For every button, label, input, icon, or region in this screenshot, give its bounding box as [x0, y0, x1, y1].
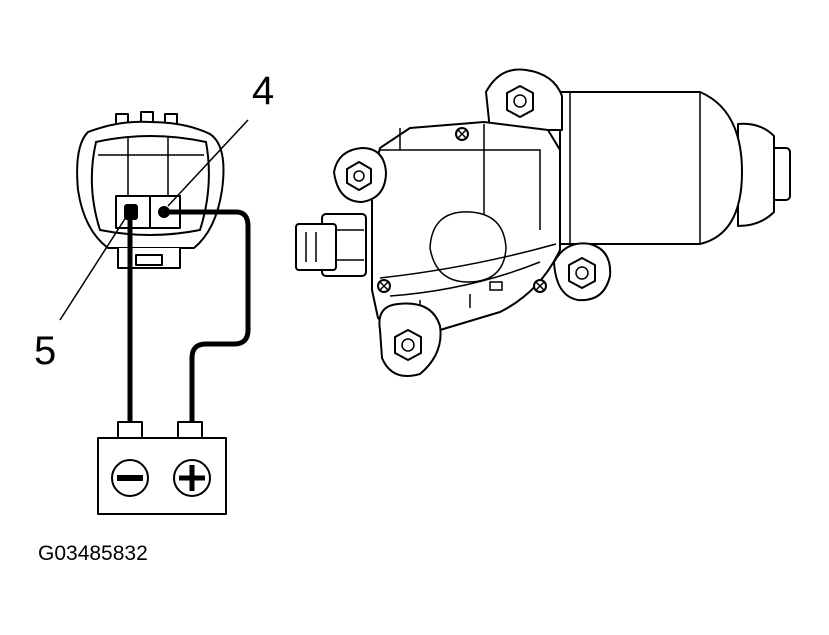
- minus-icon: [111, 459, 149, 497]
- housing-screw-icon: [455, 127, 469, 141]
- left-mount-bolt-icon: [346, 161, 372, 191]
- battery: [97, 421, 227, 515]
- bottom-mount-bolt-icon: [394, 329, 422, 361]
- right-mount-bolt-icon: [568, 257, 596, 289]
- leader-line-4: [167, 119, 249, 207]
- figure-id: G03485832: [38, 542, 148, 565]
- motor-connector: [76, 111, 225, 269]
- top-mount-bolt-icon: [506, 85, 534, 118]
- leader-line-5: [59, 213, 129, 321]
- callout-4: 4: [252, 69, 274, 113]
- housing-screw-icon: [533, 279, 547, 293]
- motor-side-connector: [295, 213, 367, 277]
- positive-lead-wire: [161, 209, 251, 427]
- housing-screw-icon: [377, 279, 391, 293]
- plus-icon: [173, 459, 211, 497]
- wiper-motor: [295, 68, 791, 377]
- callout-5: 5: [34, 329, 56, 373]
